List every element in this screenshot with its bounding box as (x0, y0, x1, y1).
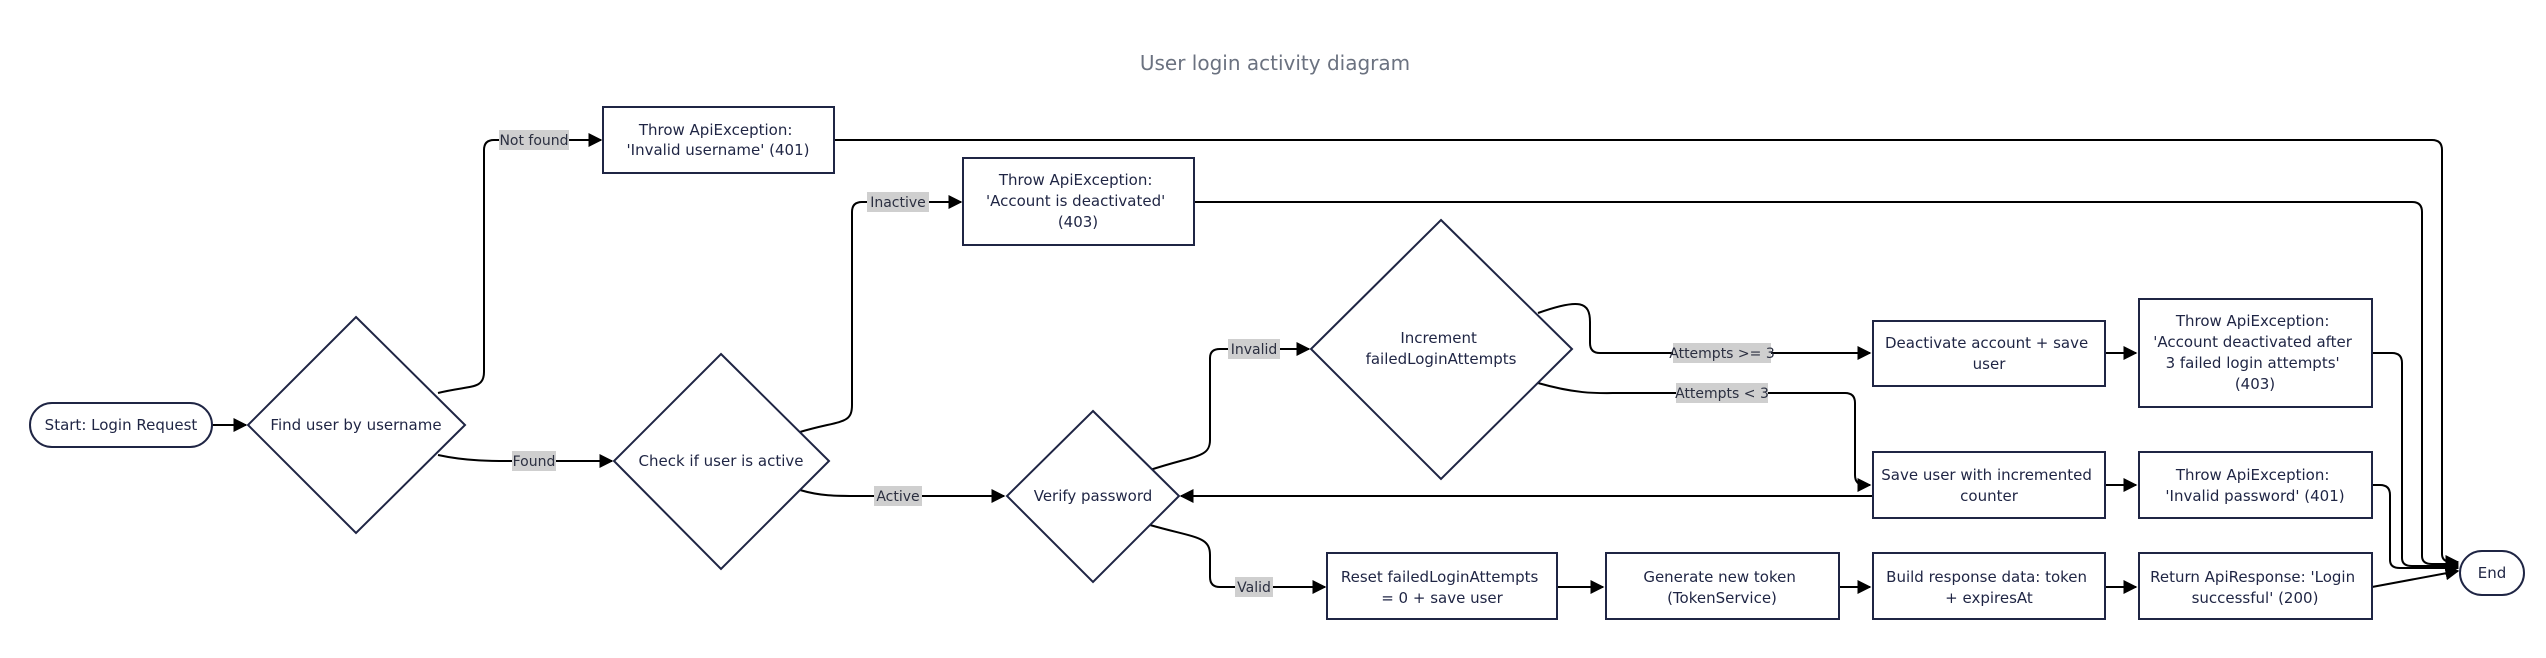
svg-text:Throw ApiException: 'I: Throw ApiException: 'Invalid password' (… (2165, 466, 2344, 505)
svg-text:Start: Login Request: Start: Login Request (45, 416, 198, 434)
svg-text:Generate new token (To: Generate new token (TokenService) (1643, 568, 1800, 607)
svg-text:Deactivate account + save: Deactivate account + save user (1885, 334, 2093, 373)
svg-text:Attempts < 3: Attempts < 3 (1675, 386, 1769, 402)
edge-increment-lt3 (1537, 382, 1872, 492)
edge-throw-password-end (2372, 484, 2460, 575)
svg-text:Valid: Valid (1237, 580, 1271, 596)
edge-label-active: Active (874, 486, 922, 506)
svg-text:Reset failedLoginAttempts: Reset failedLoginAttempts = 0 + save use… (1341, 568, 1543, 607)
edge-return-end (2371, 566, 2460, 588)
verify-password-decision: Verify password (1005, 409, 1181, 584)
throw-deactivated-node: Throw ApiException: 'Account is deactiva… (962, 157, 1195, 246)
edge-throw-attempts-end (2372, 352, 2460, 573)
edge-label-not-found: Not found (499, 130, 569, 150)
svg-text:Throw ApiException: 'A: Throw ApiException: 'Account deactivated… (2153, 312, 2356, 393)
diagram-title: User login activity diagram (1140, 51, 1410, 75)
svg-text:Verify password: Verify password (1034, 487, 1153, 505)
check-active-decision: Check if user is active (612, 352, 831, 571)
edge-label-inactive: Inactive (867, 192, 929, 212)
edge-check-inactive (799, 195, 963, 433)
svg-text:Return ApiResponse: 'Login: Return ApiResponse: 'Login successful' (… (2150, 568, 2360, 607)
edge-label-invalid: Invalid (1228, 339, 1280, 359)
svg-text:Not found: Not found (499, 133, 568, 149)
edge-check-active (799, 489, 1006, 503)
reset-attempts-node: Reset failedLoginAttempts = 0 + save use… (1326, 552, 1558, 620)
edge-verify-invalid (1149, 342, 1311, 471)
nodes: Start: Login Request Find user by userna… (29, 106, 2525, 620)
edge-label-valid: Valid (1235, 577, 1273, 597)
svg-text:Throw ApiException: 'A: Throw ApiException: 'Account is deactiva… (986, 171, 1170, 231)
edge-increment-ge3 (1537, 302, 1872, 360)
svg-text:Save user with incremented: Save user with incremented counter (1881, 466, 2096, 505)
svg-text:Invalid: Invalid (1231, 342, 1278, 358)
svg-text:Inactive: Inactive (870, 195, 926, 211)
start-node: Start: Login Request (29, 402, 213, 448)
edge-label-attempts-ge-3: Attempts >= 3 (1669, 343, 1775, 363)
edge-find-notfound (437, 133, 603, 394)
increment-attempts-decision: Increment failedLoginAttempts (1309, 218, 1574, 481)
edges (212, 133, 2460, 594)
svg-text:Attempts >= 3: Attempts >= 3 (1669, 346, 1775, 362)
throw-deactivated-attempts-node: Throw ApiException: 'Account deactivated… (2138, 298, 2373, 408)
svg-text:Throw ApiException: 'I: Throw ApiException: 'Invalid username' (… (627, 121, 810, 159)
deactivate-account-node: Deactivate account + save user (1872, 320, 2106, 387)
return-response-node: Return ApiResponse: 'Login successful' (… (2138, 552, 2373, 620)
throw-invalid-password-node: Throw ApiException: 'Invalid password' (… (2138, 451, 2373, 519)
svg-text:Increment failedLoginA: Increment failedLoginAttempts (1366, 329, 1517, 368)
svg-text:Find user by username: Find user by username (270, 416, 441, 434)
build-response-node: Build response data: token + expiresAt (1872, 552, 2106, 620)
svg-text:Found: Found (513, 454, 556, 470)
svg-text:Build response data: token: Build response data: token + expiresAt (1886, 568, 2092, 607)
svg-text:Active: Active (876, 489, 919, 505)
end-node: End (2459, 550, 2525, 596)
svg-text:Check if user is active: Check if user is active (639, 452, 804, 470)
edge-labels: Not found Found Inactive Active Invalid … (499, 130, 1775, 597)
throw-invalid-username-node: Throw ApiException: 'Invalid username' (… (602, 106, 835, 174)
edge-label-attempts-lt-3: Attempts < 3 (1675, 383, 1769, 403)
find-user-decision: Find user by username (246, 315, 467, 535)
edge-verify-valid (1149, 524, 1327, 594)
edge-deactivated-end (1194, 201, 2460, 571)
edge-label-found: Found (512, 451, 556, 471)
generate-token-node: Generate new token (TokenService) (1605, 552, 1840, 620)
save-user-counter-node: Save user with incremented counter (1872, 451, 2106, 519)
svg-text:End: End (2478, 564, 2507, 582)
